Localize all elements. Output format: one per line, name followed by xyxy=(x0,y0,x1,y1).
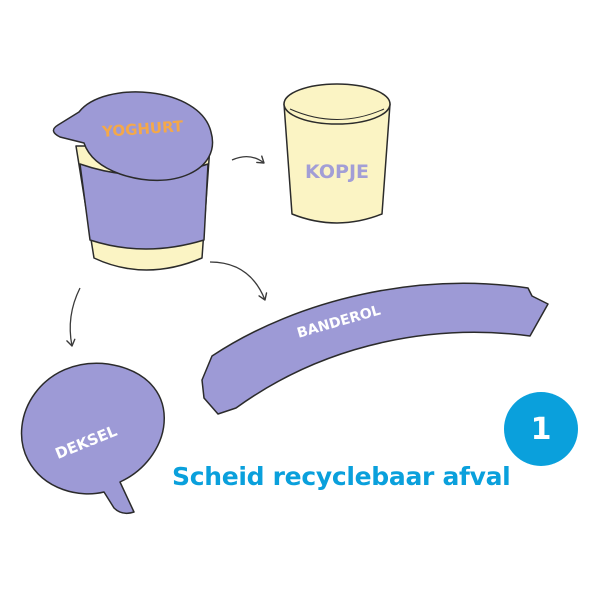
kopje-cup-inner-edge xyxy=(289,108,385,120)
page-title: Scheid recyclebaar afval xyxy=(172,462,511,491)
banderol-shape xyxy=(201,282,549,415)
arrow-to-deksel xyxy=(66,287,81,347)
arrow-to-banderol xyxy=(209,261,268,301)
step-number-badge: 1 xyxy=(504,392,578,466)
yoghurt-label: YOGHURT xyxy=(101,117,185,141)
kopje-cup: KOPJE xyxy=(283,83,391,224)
kopje-label: KOPJE xyxy=(305,161,369,183)
yoghurt-cup: YOGHURT xyxy=(52,91,214,271)
step-number: 1 xyxy=(530,411,552,447)
arrow-to-kopje xyxy=(231,155,265,164)
kopje-cup-body xyxy=(283,103,391,224)
yoghurt-cup-lid xyxy=(52,91,214,182)
banderol-strip: BANDEROL xyxy=(201,282,549,415)
deksel-shape xyxy=(20,362,165,515)
kopje-cup-rim xyxy=(283,83,391,125)
deksel-lid: DEKSEL xyxy=(20,362,165,515)
